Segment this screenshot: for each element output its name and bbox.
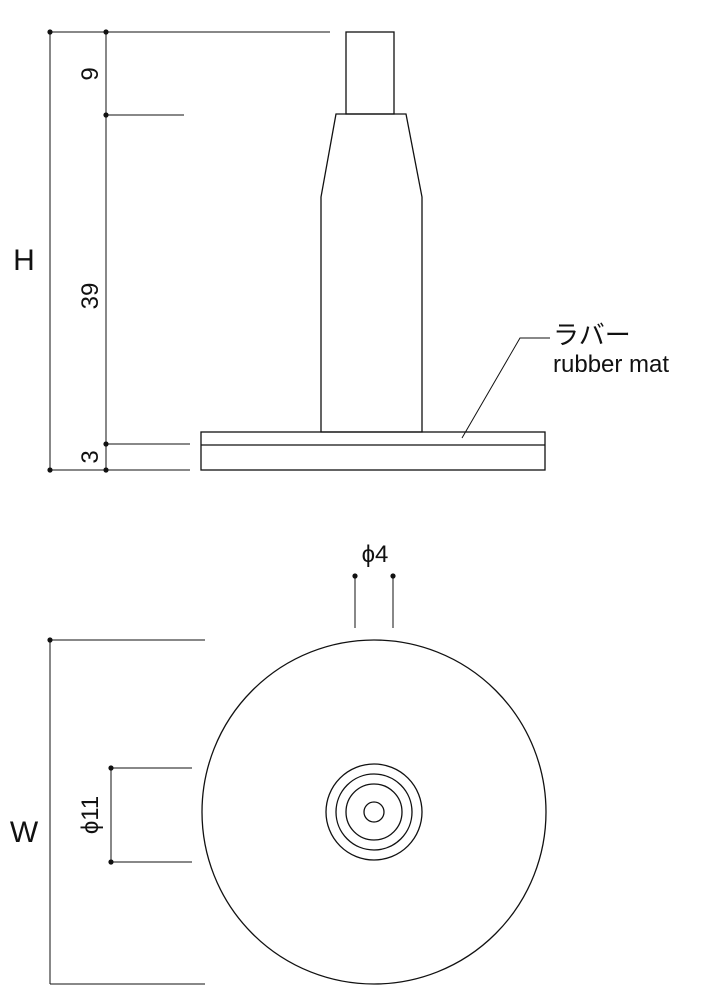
dimension-label-top-pin: 9	[77, 67, 104, 80]
dimension-chain: 9 39 3	[77, 29, 190, 473]
dimension-label-body: 39	[77, 283, 104, 310]
dimension-label-pin-diameter: ϕ4	[362, 541, 389, 568]
dimension-total-width: W	[10, 637, 205, 985]
tapered-body	[320, 113, 423, 433]
dimension-boss-diameter: ϕ11	[77, 765, 192, 865]
boss-ring-middle	[335, 773, 413, 851]
base-disc	[201, 639, 547, 985]
center-hole	[363, 801, 385, 823]
dimension-label-w: W	[10, 816, 39, 849]
side-view: H 9 39 3 ラバー rubber mat	[13, 29, 669, 473]
base-plate	[200, 431, 546, 471]
boss-ring-outer	[325, 763, 423, 861]
rubber-label-ja: ラバー	[553, 320, 631, 350]
dimension-label-base: 3	[77, 450, 104, 463]
boss-ring-inner	[345, 783, 403, 841]
top-view: ϕ4 ϕ11 W	[10, 541, 547, 985]
dimension-label-boss-diameter: ϕ11	[77, 796, 104, 834]
rubber-label-en: rubber mat	[553, 351, 669, 378]
rubber-mat-callout: ラバー rubber mat	[461, 320, 669, 439]
dimension-pin-diameter: ϕ4	[352, 541, 396, 628]
dimension-label-h: H	[13, 244, 35, 277]
dimension-total-height: H	[13, 29, 330, 473]
top-pin	[345, 31, 395, 115]
